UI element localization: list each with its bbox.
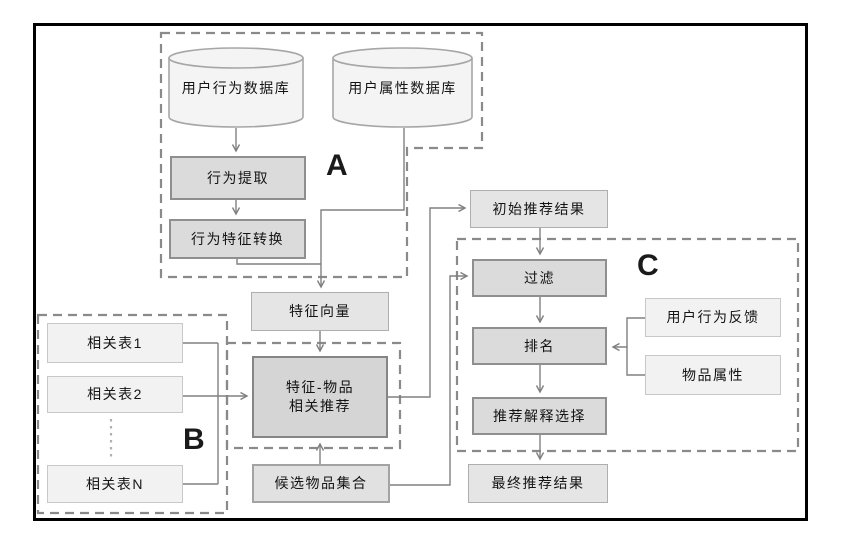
node-related-table-1: 相关表1 (47, 323, 183, 363)
node-user-behavior-feedback: 用户行为反馈 (645, 298, 781, 337)
user-behavior-db-icon (168, 58, 304, 128)
node-user-attribute-db: 用户属性数据库 (348, 80, 457, 96)
edge-attributes-to-ranking (626, 347, 645, 376)
node-rec-explanation-selection: 推荐解释选择 (472, 397, 607, 435)
edge-candidates-to-filter (390, 271, 469, 486)
edge-rec-to-initial (388, 203, 467, 398)
node-related-table-n: 相关表N (47, 465, 183, 503)
node-initial-rec-results: 初始推荐结果 (470, 190, 608, 228)
user-attribute-db-icon (332, 58, 473, 128)
group-c-label: C (637, 249, 659, 282)
node-ranking: 排名 (472, 327, 607, 365)
node-filter: 过滤 (472, 259, 607, 297)
node-behavior-extraction: 行为提取 (170, 156, 306, 200)
edge-feedback-to-ranking (611, 317, 645, 352)
node-related-table-2: 相关表2 (47, 376, 183, 413)
database-cylinders (168, 47, 473, 128)
group-a-label: A (326, 149, 348, 182)
node-candidate-item-set: 候选物品集合 (252, 464, 390, 503)
feature-item-group-outline (225, 341, 402, 450)
group-b-outline (36, 313, 229, 515)
feature-item-rec-line2: 相关推荐 (289, 398, 351, 414)
group-c-outline (455, 237, 800, 453)
group-a-outline (159, 31, 484, 279)
node-item-attributes: 物品属性 (645, 355, 781, 395)
node-feature-item-recommendation: 特征-物品 相关推荐 (252, 356, 388, 438)
node-behavior-feature-conversion: 行为特征转换 (169, 219, 306, 259)
group-b-label: B (183, 423, 205, 456)
node-user-behavior-db: 用户行为数据库 (181, 80, 291, 96)
feature-item-rec-line1: 特征-物品 (285, 379, 355, 396)
edge-conversion-to-merge (236, 258, 321, 265)
edge-db2-to-feature-vector (316, 128, 405, 289)
node-feature-vector: 特征向量 (251, 292, 389, 331)
node-final-rec-results: 最终推荐结果 (468, 464, 608, 503)
